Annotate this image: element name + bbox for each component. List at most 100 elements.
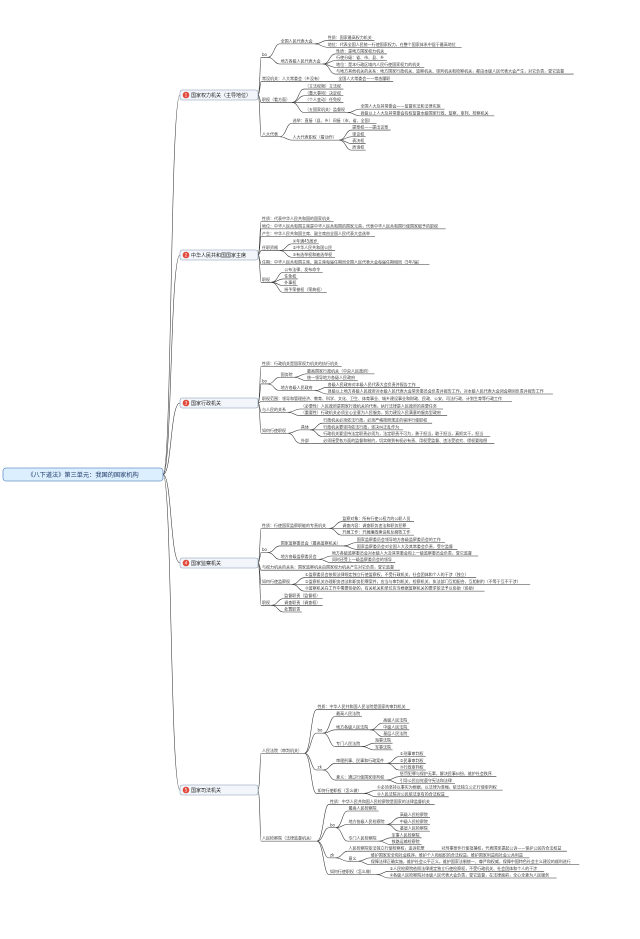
topic-node[interactable]: 行政机关要坚持依法行政，坚决纠正乱作为 xyxy=(323,423,399,429)
topic-node[interactable]: 高级人民检察院 xyxy=(400,811,428,817)
topic-node[interactable]: 提案权——提出议案 xyxy=(352,124,388,130)
topic-node[interactable]: ③监察机关在工作中需要协助的，有关机关和单位应当根据监察机关的要求依法予以协助（… xyxy=(305,585,477,591)
topic-node[interactable]: 人民法院（审判机关） xyxy=(262,747,302,753)
topic-node[interactable]: ②民事审判权 xyxy=(400,757,424,763)
topic-node[interactable]: 专门人民法院 xyxy=(336,740,360,746)
topic-node[interactable]: 表决权 xyxy=(352,137,364,143)
topic-node[interactable]: 性质：国家最高权力机关 xyxy=(328,34,372,40)
topic-node[interactable]: ②各级人民检察院对本级人民代表大会负责，受它监督，在法律面前，全心全意为人民服务 xyxy=(390,872,550,878)
topic-node[interactable]: 开展工作：开展廉政建设和反腐败工作 xyxy=(342,529,410,535)
topic-node[interactable]: （重要性）行政机关必须全心全意为人民服务，努力建设人民满意的服务型政府 xyxy=(301,409,441,415)
topic-node[interactable]: 同时还受上一级监察委员会的领导 xyxy=(332,556,392,562)
topic-node[interactable]: 保障法律正确实施，维护社会公平正义，维护国家法制统一、尊严和权威，保障中国特色社… xyxy=(371,858,571,864)
topic-node[interactable]: 国务院 xyxy=(281,371,293,377)
topic-node[interactable]: ②监察机关办理职务违法和职务犯罪案件，应当与审判机关、检察机关、执法部门互相配合… xyxy=(305,578,521,584)
topic-node[interactable]: 职权 xyxy=(262,599,270,605)
topic-node[interactable]: 审议权 xyxy=(352,130,364,136)
topic-node[interactable]: zk xyxy=(330,852,335,857)
topic-node[interactable]: ①必须坚持以事实为根据，以法律为准绳，依法独立公正行使审判权 xyxy=(377,784,497,790)
topic-node[interactable]: 全国人大及其常委会——监督宪法和法律实施 xyxy=(361,103,441,109)
topic-node[interactable]: 产生：中华人民共和国主席、副主席由全国人民代表大会选举 xyxy=(262,230,370,236)
topic-node[interactable]: 国家监察委员会领导地方各级监察委员会的工作 xyxy=(357,536,441,542)
topic-node[interactable]: 外事权 xyxy=(284,279,296,285)
topic-node[interactable]: 意义：通过行使国家审判权 xyxy=(336,774,384,780)
topic-node[interactable]: 与人民的关系 xyxy=(262,406,286,412)
topic-node[interactable]: 性质：中华人民共和国人民检察院是国家的法律监督机关 xyxy=(330,798,430,804)
topic-node[interactable]: 性质：行使国家监察职能的专责机关 xyxy=(262,522,326,528)
topic-node[interactable]: bo xyxy=(330,822,336,827)
topic-node[interactable]: 海事法院 xyxy=(375,737,391,743)
topic-node[interactable]: ②人民法院对公民依法享有的合法权益 xyxy=(377,790,445,796)
topic-node[interactable]: 监督职责（监督权） xyxy=(284,592,320,598)
topic-node[interactable]: ③有选举权和被选举权 xyxy=(293,251,333,257)
topic-node[interactable]: 监察对象：所有行使公权力的公职人员 xyxy=(342,515,410,521)
topic-node[interactable]: 职权范围：领导和管理经济、教育、科学、文化、卫生、体育事业、城乡建设事业和财政、… xyxy=(262,395,502,401)
topic-node[interactable]: 调查职责（调查权） xyxy=(284,599,320,605)
topic-node[interactable]: 地方各级人民法院 xyxy=(336,723,368,729)
topic-node[interactable]: 全国人大常委会——常态履职 xyxy=(338,75,390,81)
topic-node[interactable]: 必须接受各方面的监督和制约，切实做到有权必有责、用权受监督、违法受追究、侵权要赔… xyxy=(323,437,487,443)
topic-node[interactable]: 维护国家安全和社会秩序，维护个人和组织的合法权益，维护国家利益和社会公共利益 xyxy=(371,851,523,857)
topic-node[interactable]: 性质：行政机关是国家权力机关的执行机关 xyxy=(262,360,338,366)
topic-node[interactable]: 中级人民法院 xyxy=(383,723,407,729)
topic-node[interactable]: 人民检察院（法律监督机关） xyxy=(262,835,314,841)
topic-node[interactable]: 行使分级：省、市、县、乡 xyxy=(336,54,384,60)
topic-node[interactable]: （必要性）人民政府是国家行政机关的代表，执行法律是人民政府的首要任务 xyxy=(301,403,437,409)
topic-node[interactable]: zk xyxy=(318,765,323,770)
topic-node[interactable]: ②中华人民共和国公民 xyxy=(293,244,333,250)
topic-node[interactable]: （立法权限）立法权 xyxy=(305,83,341,89)
topic-node[interactable]: 最高国家行政机关（中央人民政府） xyxy=(307,367,371,373)
topic-node[interactable]: 国家监察委员会（最高监察机关） xyxy=(281,539,341,545)
topic-node[interactable]: 地位：是本行政区域内人民行使国家权力的机关 xyxy=(336,61,420,67)
topic-node[interactable]: 行政机关必须依法行政，必须严格按照规定的程序行使职权 xyxy=(323,417,427,423)
topic-node[interactable]: 性质：代表中华人民共和国的国家机关 xyxy=(262,215,330,221)
topic-node[interactable]: 统一领导地方各级人民政府 xyxy=(307,374,355,380)
topic-node[interactable]: 人大代表 xyxy=(262,130,278,136)
topic-node[interactable]: 人大代表职权（看动作） xyxy=(293,134,337,140)
topic-node[interactable]: 军事法院 xyxy=(375,743,391,749)
topic-node[interactable]: 任期：中华人民共和国主席、副主席每届任期同全国人民代表大会每届任期相同（5年/届… xyxy=(262,258,422,264)
topic-node[interactable]: 基层人民法院 xyxy=(383,730,407,736)
topic-node[interactable]: 引导公民自觉遵守宪法和法律 xyxy=(400,777,452,783)
topic-node[interactable]: 授予荣誉权（荣典权） xyxy=(284,286,324,292)
topic-node[interactable]: 地方各级人民政府 xyxy=(281,384,313,390)
topic-node[interactable]: 性质：中华人民共和国人民法院是国家的审判机关 xyxy=(318,703,406,709)
topic-node[interactable]: 各级人民政府对本级人民代表大会负责并报告工作 xyxy=(328,381,416,387)
topic-node[interactable]: 任免权 xyxy=(284,272,296,278)
topic-node[interactable]: 最高人民检察院 xyxy=(349,805,377,811)
topic-node[interactable]: 中级人民检察院 xyxy=(400,818,428,824)
topic-node[interactable]: 人民检察院依法独立行使检察权，追诉犯罪 xyxy=(349,845,425,851)
topic-node[interactable]: bo xyxy=(318,728,324,733)
topic-node[interactable]: ③行政审判权 xyxy=(400,764,424,770)
topic-node[interactable]: 专门人民检察院 xyxy=(349,835,377,841)
topic-node[interactable]: 地方各级监察委员会对本级人大及其常委会和上一级监察委员会负责，受它监督 xyxy=(332,550,472,556)
topic-node[interactable]: 与地方其他机关的关系：地方国家行政机关、监察机关、审判机关和检察机关，都由本级人… xyxy=(336,68,564,74)
topic-node[interactable]: ①人民检察院依照法律规定独立行使检察权，不受行政机关、社会团体和个人的干涉 xyxy=(390,865,538,871)
topic-node[interactable]: 地位：中华人民共和国主席是中华人民共和国的国家元首，代表中华人民共和国行使国家赋… xyxy=(262,222,438,228)
topic-node[interactable]: 如何行使监察权 xyxy=(262,578,290,584)
topic-node[interactable]: 对刑事案件行使批捕权，代表国家提起公诉——保护公民的合法权益 xyxy=(441,845,561,851)
topic-node[interactable]: 国家监察委员会对全国人大及其常委会负责，受它监督 xyxy=(357,543,453,549)
topic-node[interactable]: 地方各级人民检察院 xyxy=(349,818,385,824)
topic-node[interactable]: 调查内容：调查职务违法和职务犯罪 xyxy=(342,522,406,528)
topic-node[interactable]: 处置职责 xyxy=(284,606,300,612)
topic-node[interactable]: bo xyxy=(262,547,268,552)
topic-node[interactable]: 职权（看方面） xyxy=(262,96,290,102)
topic-node[interactable]: 选举：直接（县、乡）间接（市、省、全国） xyxy=(293,117,373,123)
topic-node[interactable]: 意义 xyxy=(349,855,357,861)
topic-node[interactable]: 最高人民法院 xyxy=(336,710,360,716)
topic-node[interactable]: 高级人民法院 xyxy=(383,717,407,723)
topic-node[interactable]: 性质：是地方国家权力机关 xyxy=(336,47,384,53)
topic-node[interactable]: ①监察委员会依照法律规定独立行使监察权，不受行政机关、社会团体和个人的干涉（独立… xyxy=(305,571,469,577)
topic-node[interactable]: 与权力机关的关系：国家监察机关由国家权力机关产生对它负责，受它监督 xyxy=(262,564,394,570)
topic-node[interactable]: 惩罚犯罪与保护无辜，解决民事纠纷，维护社会秩序 xyxy=(400,770,492,776)
topic-node[interactable]: 地方各级人民代表大会 xyxy=(281,58,321,64)
topic-node[interactable]: （五国家机关）监督权 xyxy=(305,106,345,112)
topic-node[interactable]: 行政机关要坚持法定职责必须为，法定职责不可为，勇于担当，敢于担当，真抓实干，担当 xyxy=(323,430,483,436)
topic-node[interactable]: （个人变动）任免权 xyxy=(305,96,341,102)
topic-node[interactable]: 任职资格 xyxy=(262,244,278,250)
